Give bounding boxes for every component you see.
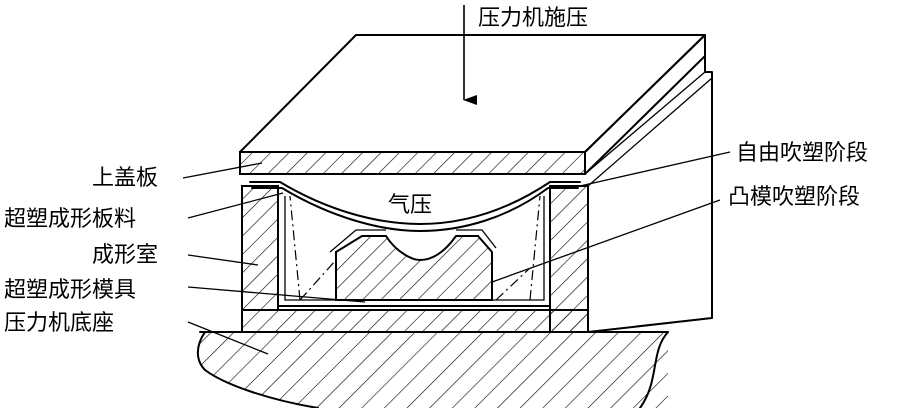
- top-cover-label: 上盖板: [92, 166, 158, 191]
- punch-stage-label: 凸模吹塑阶段: [728, 185, 860, 210]
- press-force-label: 压力机施压: [478, 6, 588, 31]
- punch-stage-lines: [289, 195, 541, 301]
- sheet-label: 超塑成形板料: [4, 207, 136, 232]
- die-label: 超塑成形模具: [4, 278, 136, 303]
- forming-die: [329, 229, 497, 301]
- sheet-blank: [249, 181, 581, 232]
- leader-lines: [182, 151, 731, 355]
- chamber-label: 成形室: [92, 243, 158, 268]
- gas-pressure-label: 气压: [388, 193, 432, 218]
- top-cover-plate: [239, 34, 713, 333]
- press-base-label: 压力机底座: [4, 311, 114, 336]
- press-base-block: [196, 331, 669, 408]
- free-stage-label: 自由吹塑阶段: [736, 141, 868, 166]
